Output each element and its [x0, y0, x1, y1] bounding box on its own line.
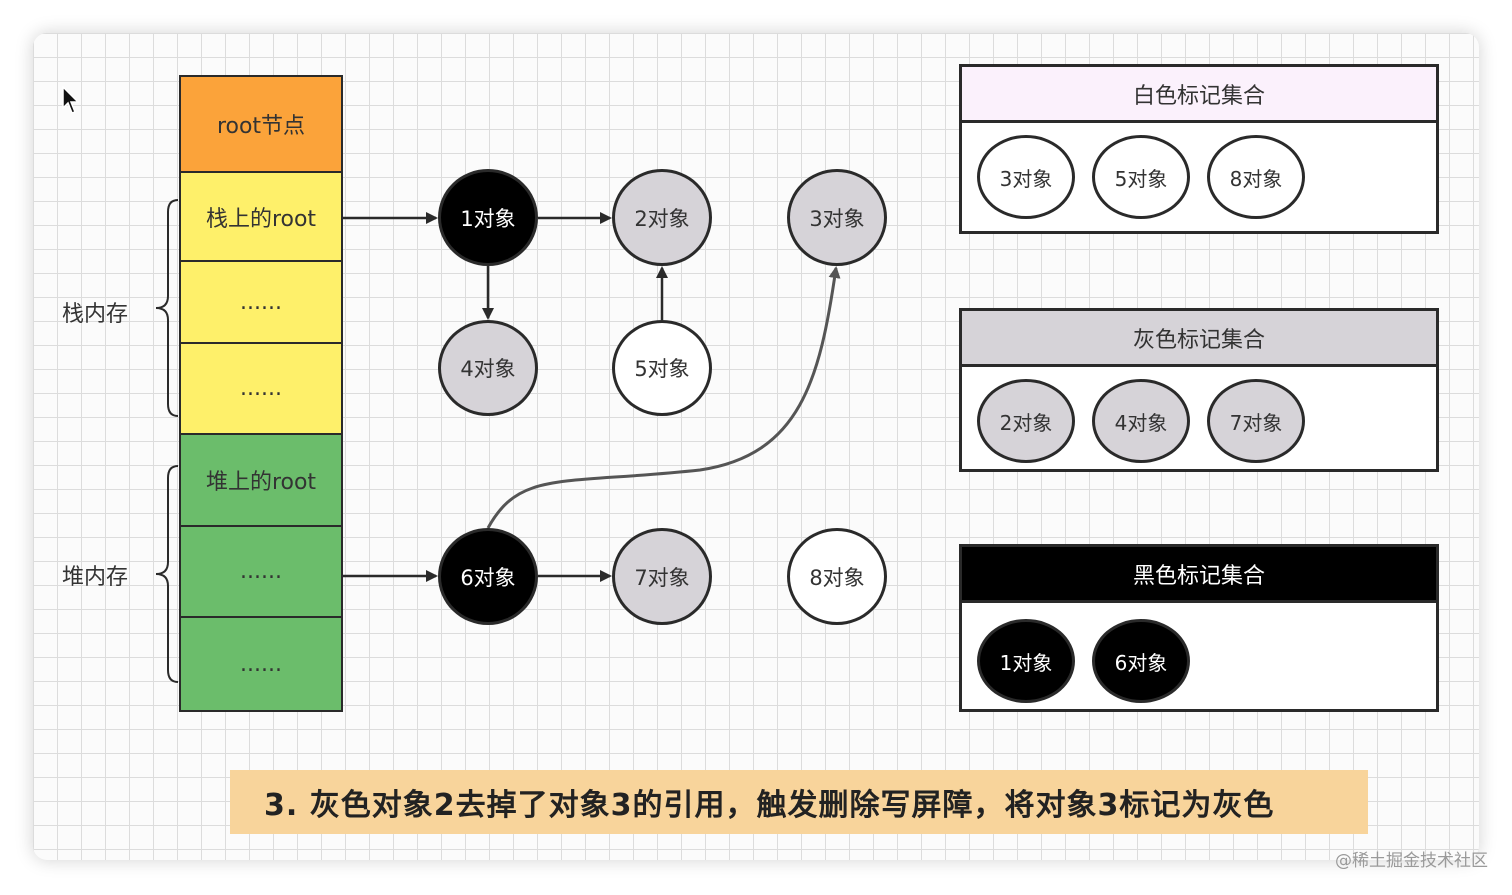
object-node-8: 8对象	[787, 528, 887, 625]
white-mark-set: 白色标记集合 3对象 5对象 8对象	[959, 64, 1439, 234]
black-mark-set: 黑色标记集合 1对象 6对象	[959, 544, 1439, 712]
memory-stack: root节点 栈上的root ...... ...... 堆上的root ...…	[179, 75, 343, 712]
step-caption: 3. 灰色对象2去掉了对象3的引用，触发删除写屏障，将对象3标记为灰色	[230, 770, 1368, 834]
black-set-item: 6对象	[1092, 619, 1190, 703]
stack-memory-label: 栈内存	[62, 302, 129, 327]
gray-set-item: 7对象	[1207, 379, 1305, 463]
heap-memory-label: 堆内存	[62, 565, 129, 590]
white-set-item: 3对象	[977, 135, 1075, 219]
black-set-item: 1对象	[977, 619, 1075, 703]
stack-dots-cell: ......	[181, 262, 341, 344]
heap-dots-cell: ......	[181, 618, 341, 710]
heap-brace	[155, 465, 179, 683]
root-node-cell: root节点	[181, 77, 341, 173]
heap-root-cell: 堆上的root	[181, 435, 341, 527]
white-set-item: 8对象	[1207, 135, 1305, 219]
object-node-2: 2对象	[612, 169, 712, 266]
stack-brace	[155, 199, 179, 417]
mouse-pointer-icon	[62, 86, 80, 114]
arrow-6-to-3	[486, 266, 841, 529]
gray-set-item: 2对象	[977, 379, 1075, 463]
object-node-1: 1对象	[438, 169, 538, 266]
black-set-title: 黑色标记集合	[962, 547, 1436, 603]
white-set-item: 5对象	[1092, 135, 1190, 219]
object-node-4: 4对象	[438, 320, 538, 416]
watermark: @稀土掘金技术社区	[1335, 851, 1488, 871]
heap-dots-cell: ......	[181, 527, 341, 618]
object-node-5: 5对象	[612, 320, 712, 416]
stack-root-cell: 栈上的root	[181, 173, 341, 262]
gray-set-title: 灰色标记集合	[962, 311, 1436, 367]
object-node-3: 3对象	[787, 169, 887, 266]
gray-mark-set: 灰色标记集合 2对象 4对象 7对象	[959, 308, 1439, 472]
object-node-6: 6对象	[438, 528, 538, 625]
gray-set-item: 4对象	[1092, 379, 1190, 463]
white-set-title: 白色标记集合	[962, 67, 1436, 123]
stack-dots-cell: ......	[181, 344, 341, 435]
object-node-7: 7对象	[612, 528, 712, 625]
